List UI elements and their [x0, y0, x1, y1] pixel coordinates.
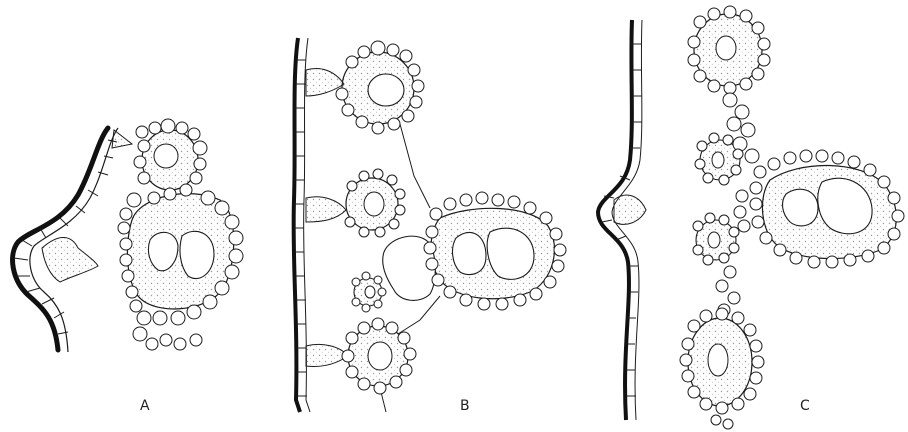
panel-a: A — [13, 119, 243, 414]
panel-a-label: A — [140, 398, 150, 414]
panel-b-label: B — [460, 398, 470, 414]
panel-b-bundle-large — [431, 208, 554, 298]
panel-c-fibre-strand — [614, 195, 646, 224]
panel-b-strand-middle — [306, 197, 346, 222]
panel-b: B — [294, 38, 566, 414]
panel-b-cuticle — [294, 38, 300, 412]
panel-a-bundle-upper — [142, 130, 198, 190]
panel-a-fibre-strand — [42, 237, 98, 282]
panel-b-connector-lower — [398, 296, 440, 334]
panel-a-epidermis-cells — [30, 128, 118, 352]
panel-c-label: C — [800, 398, 810, 414]
panel-c: C — [598, 6, 904, 429]
panel-a-tooth — [112, 130, 132, 148]
